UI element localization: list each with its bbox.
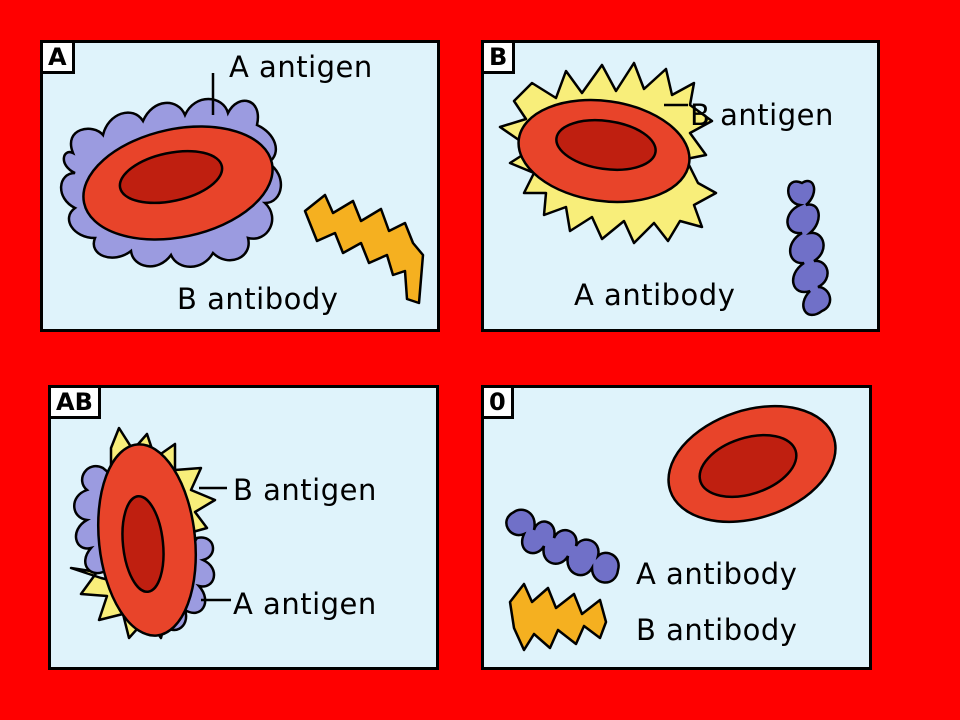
a-antibody-chain [786, 179, 832, 317]
type-o-illustration [505, 404, 837, 652]
b-antibody-label: B antibody [636, 613, 798, 647]
b-antibody-label: B antibody [177, 282, 339, 316]
panel-blood-type-ab: AB B antigen A antigen [48, 385, 439, 670]
red-blood-cell-inner [118, 149, 224, 205]
a-antibody-label: A antibody [574, 278, 736, 312]
blood-type-tag-b: B [484, 43, 516, 74]
blood-type-tag-ab: AB [51, 388, 101, 419]
red-blood-cell-inner [121, 494, 165, 594]
b-antigen-label: B antigen [233, 473, 377, 507]
b-antigen-label: B antigen [690, 98, 834, 132]
a-antibody-label: A antibody [636, 557, 798, 591]
b-antibody-zigzag [508, 582, 608, 652]
type-a-illustration [59, 73, 425, 305]
a-antigen-label: A antigen [233, 587, 377, 621]
b-antibody-zigzag [303, 193, 425, 305]
a-antibody-chain [505, 508, 620, 584]
blood-type-tag-a: A [43, 43, 75, 74]
type-b-illustration [498, 61, 832, 317]
red-blood-cell-inner [555, 118, 657, 172]
a-antigen-label: A antigen [229, 50, 373, 84]
panel-blood-type-o: 0 A antibody B antibody [481, 385, 872, 670]
type-ab-illustration [69, 426, 231, 640]
blood-type-tag-o: 0 [484, 388, 514, 419]
panel-blood-type-b: B B antigen A antibody [481, 40, 880, 332]
red-blood-cell-inner [698, 433, 798, 499]
panel-blood-type-a: A A antigen B antibody [40, 40, 440, 332]
